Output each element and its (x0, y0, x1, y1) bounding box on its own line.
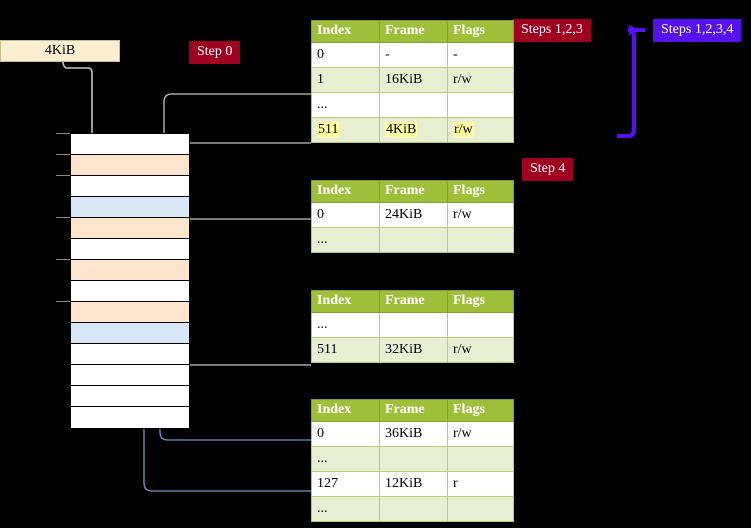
memory-column (70, 133, 190, 429)
wire-table1-row511-to-memory (174, 142, 311, 216)
memory-frame-row (71, 239, 189, 260)
memory-frame-row (71, 386, 189, 407)
table-cell: r (447, 471, 514, 497)
memory-frame-row (71, 155, 189, 176)
badge-steps-123: Steps 1,2,3 (513, 19, 591, 42)
table-row: ... (311, 312, 514, 338)
memory-boundary-tick (56, 154, 70, 155)
table-cell: 12KiB (379, 471, 448, 497)
memory-frame-row (71, 197, 189, 218)
badge-steps-1234: Steps 1,2,3,4 (653, 19, 742, 42)
memory-boundary-tick (56, 301, 70, 302)
cell-highlight: r/w (453, 121, 474, 137)
table-cell (379, 92, 448, 118)
table-cell: 36KiB (379, 421, 448, 447)
memory-frame-row (71, 344, 189, 365)
table-cell: 511 (311, 117, 380, 143)
column-header-flags: Flags (447, 399, 514, 422)
memory-frame-row (71, 218, 189, 239)
table-row: ... (311, 227, 514, 253)
table-cell: 4KiB (379, 117, 448, 143)
table-cell: r/w (447, 202, 514, 228)
table-cell: 511 (311, 337, 380, 363)
table-row: ... (311, 446, 514, 472)
memory-frame-row (71, 176, 189, 197)
table-row: 511 4KiB r/w (311, 117, 514, 143)
table-cell: 1 (311, 67, 380, 93)
column-header-frame: Frame (379, 290, 448, 313)
memory-frame-row (71, 281, 189, 302)
column-header-frame: Frame (379, 180, 448, 203)
table-cell: r/w (447, 67, 514, 93)
table-cell (447, 496, 514, 522)
column-header-flags: Flags (447, 290, 514, 313)
table-cell: ... (311, 446, 380, 472)
memory-frame-row (71, 302, 189, 323)
table-cell: r/w (447, 421, 514, 447)
memory-boundary-tick (56, 259, 70, 260)
table-cell (379, 496, 448, 522)
wire-violet-loop-body (617, 28, 640, 138)
table-cell (379, 446, 448, 472)
wire-table2-row0-to-memory (177, 218, 311, 258)
table-cell (379, 227, 448, 253)
table-row: ... (311, 496, 514, 522)
column-header-index: Index (311, 20, 380, 43)
memory-frame-row (71, 323, 189, 344)
table-cell (447, 92, 514, 118)
badge-step-4: Step 4 (522, 158, 574, 181)
table-cell: - (447, 42, 514, 68)
badge-step-0: Step 0 (189, 41, 241, 64)
memory-frame-row (71, 260, 189, 281)
table-cell: 0 (311, 202, 380, 228)
memory-boundary-tick (56, 175, 70, 176)
memory-boundary-tick (56, 217, 70, 218)
cell-highlight: 4KiB (385, 121, 418, 137)
table-cell: 24KiB (379, 202, 448, 228)
table-cell (447, 446, 514, 472)
memory-frame-row (71, 365, 189, 386)
cell-highlight: 511 (317, 121, 340, 137)
size-label-4kib: 4KiB (0, 40, 120, 62)
column-header-flags: Flags (447, 20, 514, 43)
table-cell: 16KiB (379, 67, 448, 93)
table-cell: ... (311, 496, 380, 522)
table-cell: ... (311, 227, 380, 253)
table-cell: 0 (311, 42, 380, 68)
size-label-text: 4KiB (44, 43, 76, 58)
column-header-flags: Flags (447, 180, 514, 203)
column-header-index: Index (311, 399, 380, 422)
column-header-index: Index (311, 180, 380, 203)
memory-boundary-tick (56, 133, 70, 134)
memory-frame-row (71, 134, 189, 155)
wire-table3-row511-to-memory (170, 296, 311, 366)
table-cell: r/w (447, 337, 514, 363)
table-cell (379, 312, 448, 338)
table-cell: - (379, 42, 448, 68)
table-cell: 0 (311, 421, 380, 447)
table-cell (447, 312, 514, 338)
table-row: ... (311, 92, 514, 118)
column-header-frame: Frame (379, 399, 448, 422)
table-cell: 127 (311, 471, 380, 497)
table-cell: ... (311, 312, 380, 338)
column-header-frame: Frame (379, 20, 448, 43)
memory-frame-row (71, 407, 189, 428)
table-cell: r/w (447, 117, 514, 143)
table-cell: 32KiB (379, 337, 448, 363)
table-row: 0-- (311, 42, 514, 68)
table-cell (447, 227, 514, 253)
table-cell: ... (311, 92, 380, 118)
column-header-index: Index (311, 290, 380, 313)
